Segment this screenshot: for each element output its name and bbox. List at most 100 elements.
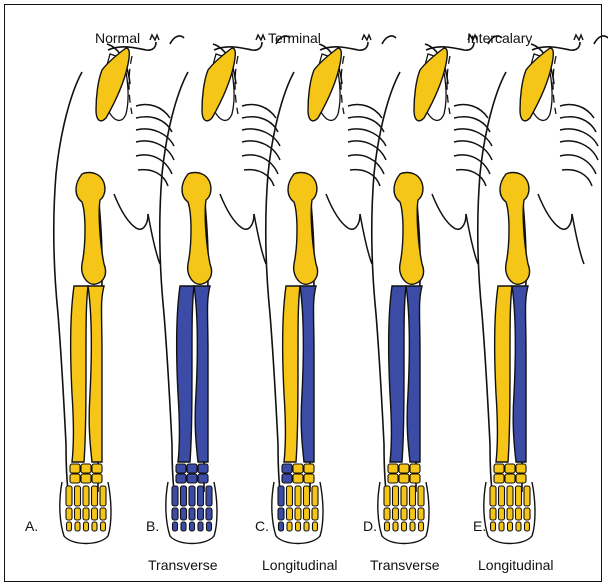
metacarpal-bone: [83, 486, 89, 506]
phalanx-bone: [524, 508, 530, 520]
phalanx-bone: [181, 522, 186, 531]
phalanx-bone: [312, 508, 318, 520]
ulna-bone: [71, 286, 88, 462]
carpal-bone: [187, 464, 197, 473]
phalanx-bone: [393, 508, 399, 520]
phalanx-bone: [100, 508, 106, 520]
metacarpal-bone: [401, 486, 407, 506]
panel-letter-d: D.: [363, 518, 377, 534]
phalanx-bone: [198, 522, 203, 531]
metacarpal-bone: [92, 486, 98, 506]
metacarpal-bone: [75, 486, 81, 506]
phalanx-bone: [507, 508, 513, 520]
radius-bone: [406, 286, 422, 462]
metacarpal-bone: [66, 486, 72, 506]
phalanx-bone: [384, 508, 390, 520]
carpal-bone: [304, 474, 314, 483]
carpal-bone: [516, 464, 526, 473]
header-normal: Normal: [95, 30, 140, 46]
metacarpal-bone: [410, 486, 416, 506]
scapula-bone: [202, 48, 235, 121]
phalanx-bone: [83, 508, 89, 520]
carpal-bone: [494, 474, 504, 483]
metacarpal-bone: [206, 486, 212, 506]
carpal-bone: [293, 464, 303, 473]
phalanx-bone: [172, 508, 178, 520]
phalanx-bone: [279, 522, 284, 531]
carpal-bone: [282, 474, 292, 483]
scapula-bone: [96, 48, 129, 121]
phalanx-bone: [181, 508, 187, 520]
metacarpal-bone: [287, 486, 293, 506]
metacarpal-bone: [393, 486, 399, 506]
limb-panel-c: [266, 35, 396, 544]
scapula-bone: [308, 48, 341, 121]
phalanx-bone: [84, 522, 89, 531]
metacarpal-bone: [100, 486, 106, 506]
phalanx-bone: [419, 522, 424, 531]
caption-c: Longitudinal: [262, 557, 338, 573]
carpal-bone: [70, 464, 80, 473]
phalanx-bone: [296, 522, 301, 531]
metacarpal-bone: [172, 486, 178, 506]
phalanx-bone: [287, 522, 292, 531]
metacarpal-bone: [189, 486, 195, 506]
phalanx-bone: [190, 522, 195, 531]
metacarpal-bone: [312, 486, 318, 506]
scapula-bone: [520, 48, 553, 121]
phalanx-bone: [410, 508, 416, 520]
limb-panel-e: [478, 35, 608, 544]
metacarpal-bone: [278, 486, 284, 506]
phalanx-bone: [207, 522, 212, 531]
scapula-bone: [414, 48, 447, 121]
phalanx-bone: [67, 522, 72, 531]
phalanx-bone: [278, 508, 284, 520]
ulna-bone: [283, 286, 300, 462]
phalanx-bone: [75, 522, 80, 531]
carpal-bone: [399, 474, 409, 483]
header-intercalary: Intercalary: [467, 30, 532, 46]
carpal-bone: [516, 474, 526, 483]
panel-letter-b: B.: [146, 518, 159, 534]
limb-panel-b: [160, 35, 290, 544]
phalanx-bone: [516, 522, 521, 531]
phalanx-bone: [92, 508, 98, 520]
radius-bone: [194, 286, 210, 462]
phalanx-bone: [101, 522, 106, 531]
carpal-bone: [198, 464, 208, 473]
carpal-bone: [176, 474, 186, 483]
carpal-bone: [388, 474, 398, 483]
carpal-bone: [176, 464, 186, 473]
carpal-bone: [505, 474, 515, 483]
phalanx-bone: [490, 508, 496, 520]
radius-bone: [512, 286, 528, 462]
carpal-bone: [304, 464, 314, 473]
caption-d: Transverse: [370, 557, 440, 573]
metacarpal-bone: [507, 486, 513, 506]
carpal-bone: [92, 474, 102, 483]
carpal-bone: [81, 464, 91, 473]
radius-bone: [300, 286, 316, 462]
metacarpal-bone: [384, 486, 390, 506]
phalanx-bone: [75, 508, 81, 520]
carpal-bone: [198, 474, 208, 483]
phalanx-bone: [304, 508, 310, 520]
phalanx-bone: [516, 508, 522, 520]
phalanx-bone: [206, 508, 212, 520]
phalanx-bone: [499, 508, 505, 520]
ulna-bone: [389, 286, 406, 462]
phalanx-bone: [525, 522, 530, 531]
header-terminal: Terminal: [268, 30, 321, 46]
phalanx-bone: [287, 508, 293, 520]
carpal-bone: [92, 464, 102, 473]
carpal-bone: [410, 464, 420, 473]
ulna-bone: [177, 286, 194, 462]
caption-e: Longitudinal: [478, 557, 554, 573]
phalanx-bone: [198, 508, 204, 520]
carpal-bone: [388, 464, 398, 473]
metacarpal-bone: [418, 486, 424, 506]
phalanx-bone: [418, 508, 424, 520]
carpal-bone: [70, 474, 80, 483]
limb-panel-a: [54, 35, 184, 544]
